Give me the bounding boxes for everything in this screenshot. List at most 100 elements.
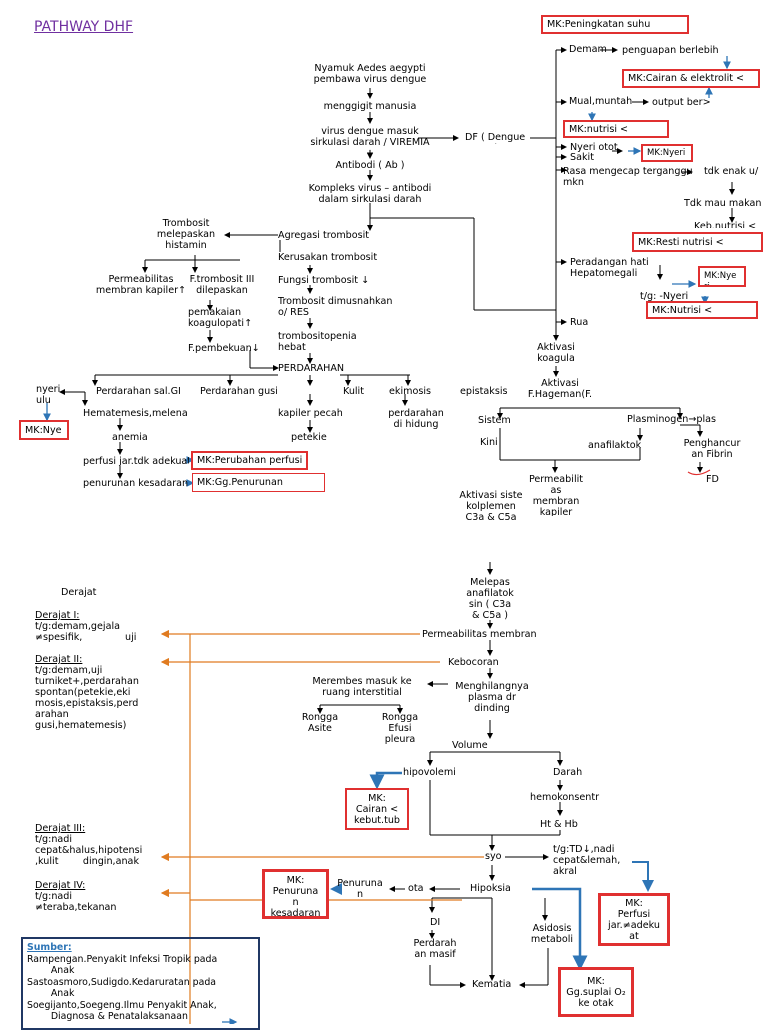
plus-sign: + xyxy=(365,148,375,159)
perdarahan-gusi-node: Perdarahan gusi xyxy=(200,386,278,397)
tg-nyeri-node: t/g: -Nyeri xyxy=(640,291,689,302)
derajat-2-text: t/g:demam,uji turniket+,perdarahan spont… xyxy=(35,665,139,731)
penurunan-kesadaran-node: penurunan kesadaran xyxy=(83,478,189,489)
mk-perfusi-jaringan-box: MK: Perfusi jar.≠adeku at xyxy=(598,893,670,946)
epistaksis-node: epistaksis xyxy=(460,386,508,397)
permeabilitas-membran-lower-node: Permeabilitas membran xyxy=(422,629,537,640)
mk-nyeri-2-box: MK:Nye ri xyxy=(698,266,746,287)
mk-cairan-elektrolit-box: MK:Cairan & elektrolit < xyxy=(622,69,760,88)
derajat-4-text: t/g:nadi ≠teraba,tekanan xyxy=(35,891,117,913)
perfusi-node: perfusi jar.tdk adekuat xyxy=(83,456,189,467)
sumber-references: Rampengan.Penyakit Infeksi Tropik pada A… xyxy=(27,953,218,1023)
hematemesis-node: Hematemesis,melena xyxy=(83,408,188,419)
permeabilitas-membran-node: Permeabilit as membran kapiler xyxy=(528,474,584,516)
fd-node: FD xyxy=(706,474,719,485)
derajat-1-title: Derajat I: xyxy=(35,610,80,621)
syok-node: syo xyxy=(485,851,502,862)
sistem-node: Sistem xyxy=(478,415,511,426)
dimusnahkan-node: Trombosit dimusnahkan o/ RES xyxy=(278,296,393,318)
mk-penurunan-kesadaran-box: MK: Penuruna n kesadaran xyxy=(262,869,329,919)
aktivasi-hageman-node: Aktivasi F.Hageman(F. xyxy=(527,378,593,400)
sumber-box: Sumber: Rampengan.Penyakit Infeksi Tropi… xyxy=(21,937,260,1030)
perdarahan-hidung-node: perdarahan di hidung xyxy=(388,408,444,430)
ota-node: ota xyxy=(408,883,424,894)
volume-node: Volume xyxy=(452,740,488,751)
agregasi-node: Agregasi trombosit xyxy=(278,230,370,241)
nyeri-otot-node: Nyeri otot xyxy=(570,142,618,153)
menghilangnya-plasma-node: Menghilangnya plasma dr dinding xyxy=(455,681,529,714)
kini-node: Kini xyxy=(480,437,498,448)
hipovolemi-node: hipovolemi xyxy=(403,767,456,778)
keb-nutrisi-node: Keb.nutrisi < xyxy=(694,221,757,228)
output-node: output ber> xyxy=(652,97,711,108)
fungsi-node: Fungsi trombosit ↓ xyxy=(278,275,370,286)
melepas-anafilatoksin-node: Melepas anafilatok sin ( C3a & C5a ) xyxy=(466,577,514,621)
trombosit-histamin-node: Trombosit melepaskan histamin xyxy=(156,218,216,251)
kulit-node: Kulit xyxy=(343,386,364,397)
mk-nyeri-box: MK:Nyeri xyxy=(641,144,693,162)
aktivasi-sistem-komplemen-node: Aktivasi siste kolplemen C3a & C5a xyxy=(459,490,523,520)
perdarahan-masif-node: Perdarah an masif xyxy=(413,938,457,960)
trombositopenia-node: trombositopenia hebat xyxy=(278,331,357,353)
mk-cairan-kebutuhan-box: MK: Cairan < kebut.tub xyxy=(345,788,409,830)
nyeri-ulu-node: nyeri ulu xyxy=(36,384,61,406)
derajat-3-title: Derajat III: xyxy=(35,823,86,834)
perdarahan-sal-gi-node: Perdarahan sal.GI xyxy=(96,386,181,397)
petekie-node: petekie xyxy=(291,432,327,443)
penurunan-node: Penuruna n xyxy=(337,878,383,900)
hemokonsentrasi-node: hemokonsentr xyxy=(530,792,600,803)
penguapan-node: penguapan berlebih xyxy=(622,45,719,56)
page-title: PATHWAY DHF xyxy=(34,19,134,35)
kerusakan-node: Kerusakan trombosit xyxy=(278,252,378,263)
asidosis-node: Asidosis metaboli xyxy=(530,923,574,945)
mk-peningkatan-suhu-box: MK:Peningkatan suhu xyxy=(541,15,689,34)
mk-gg-penurunan-box: MK:Gg.Penurunan xyxy=(192,473,325,492)
nyamuk-node: Nyamuk Aedes aegypti pembawa virus dengu… xyxy=(313,63,427,85)
peradangan-node: Peradangan hati Hepatomegali xyxy=(570,257,649,279)
tg-td-node: t/g:TD↓,nadi cepat&lemah, akral xyxy=(553,844,621,877)
rua-node: Rua xyxy=(570,317,589,328)
kapiler-pecah-node: kapiler pecah xyxy=(278,408,343,419)
df-node: DF ( Dengue Fever ) xyxy=(465,132,526,144)
menggigit-node: menggigit manusia xyxy=(323,101,417,112)
derajat-2-title: Derajat II: xyxy=(35,654,83,665)
viremia-node: virus dengue masuk sirkulasi darah / VIR… xyxy=(310,126,430,148)
mual-node: Mual,muntah xyxy=(569,96,633,107)
sumber-heading: Sumber: xyxy=(27,942,72,953)
tdk-enak-node: tdk enak u/ xyxy=(704,166,759,177)
derajat-4-title: Derajat IV: xyxy=(35,880,86,891)
merembes-node: Merembes masuk ke ruang interstitial xyxy=(312,676,412,698)
mk-perubahan-perfusi-box: MK:Perubahan perfusi xyxy=(191,451,308,470)
mk-nyeri-ulu-box: MK:Nye xyxy=(19,420,69,440)
derajat-3-text: t/g:nadi cepat&halus,hipotensi ,kulit di… xyxy=(35,834,143,867)
di-node: DI xyxy=(430,917,441,928)
perdarahan-node: PERDARAHAN xyxy=(278,363,345,374)
rasa-mengecap-node: Rasa mengecap terganggu mkn xyxy=(563,166,693,188)
rongga-efusi-node: Rongga Efusi pleura xyxy=(381,712,419,745)
permeabilitas-kapiler-node: Permeabilitas membran kapiler↑ xyxy=(95,274,187,296)
mk-resti-nutrisi-box: MK:Resti nutrisi < xyxy=(632,232,763,252)
aktivasi-koagula-node: Aktivasi koagula xyxy=(537,342,575,364)
mk-gg-suplai-o2-box: MK: Gg.suplai O₂ ke otak xyxy=(558,967,634,1017)
ekimosis-node: ekimosis xyxy=(389,386,432,397)
anafilaktok-node: anafilaktok xyxy=(588,440,642,451)
ht-hb-node: Ht & Hb xyxy=(540,819,578,830)
derajat-heading: Derajat xyxy=(61,587,97,598)
kebocoran-node: Kebocoran xyxy=(448,657,499,668)
sakit-node: Sakit xyxy=(570,152,594,163)
antibodi-node: Antibodi ( Ab ) xyxy=(335,160,405,171)
hipoksia-node: Hipoksia xyxy=(470,883,511,894)
derajat-1-text: t/g:demam,gejala ≠spesifik, uji xyxy=(35,621,137,643)
anemia-node: anemia xyxy=(112,432,148,443)
pemakaian-node: pemakaian koagulopati↑ xyxy=(188,307,253,329)
rongga-asite-node: Rongga Asite xyxy=(301,712,339,734)
kompleks-node: Kompleks virus – antibodi dalam sirkulas… xyxy=(308,183,432,205)
penghancuran-fibrin-node: Penghancur an Fibrin xyxy=(683,438,741,460)
mk-nutrisi-box: MK:nutrisi < xyxy=(563,120,669,138)
kematian-node: Kematia xyxy=(472,979,512,990)
plasminogen-node: Plasminogen→plas xyxy=(627,414,717,425)
tdk-mau-makan-node: Tdk mau makan xyxy=(684,198,762,209)
demam-node: Demam xyxy=(569,44,607,55)
f-trombosit-node: F.trombosit III dilepaskan xyxy=(189,274,255,296)
